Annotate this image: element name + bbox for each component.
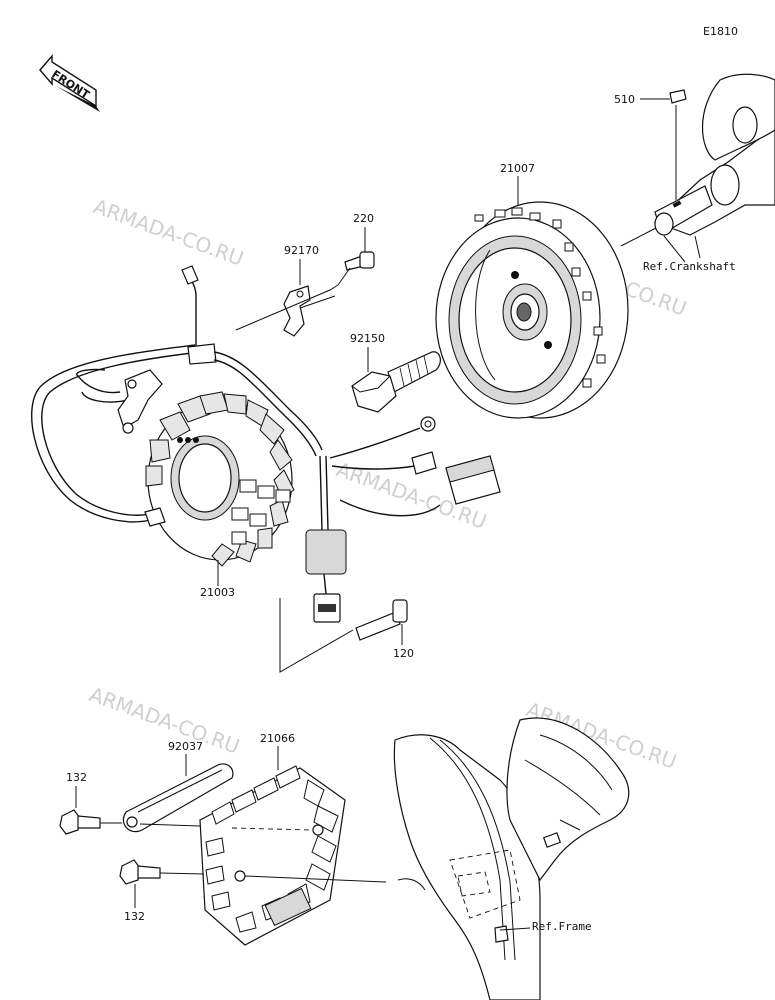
frame-drawing — [393, 717, 630, 1000]
bracket-92037-drawing — [122, 763, 234, 833]
bolt-132-top-drawing — [59, 809, 101, 835]
part-label-132-bottom: 132 — [124, 910, 145, 923]
front-arrow-icon: FRONT — [39, 54, 100, 112]
part-label-220: 220 — [353, 212, 374, 225]
regulator-21066-drawing — [199, 765, 346, 946]
part-label-132-top: 132 — [66, 771, 87, 784]
part-label-120: 120 — [393, 647, 414, 660]
part-label-21003: 21003 — [200, 586, 235, 599]
diagram-code: E1810 — [703, 25, 738, 38]
crankshaft-drawing — [653, 73, 775, 236]
part-label-510: 510 — [614, 93, 635, 106]
ref-crankshaft-label: Ref.Crankshaft — [643, 260, 736, 273]
part-label-21007: 21007 — [500, 162, 535, 175]
bolt-220-drawing — [344, 251, 375, 271]
plate-92170-drawing — [283, 285, 311, 337]
bolt-132-bottom-drawing — [119, 859, 161, 885]
watermark-4: ARMADA-CO.RU — [86, 682, 243, 759]
part-label-92150: 92150 — [350, 332, 385, 345]
part-label-92037: 92037 — [168, 740, 203, 753]
bolt-120-drawing — [355, 599, 408, 641]
rotor-drawing — [435, 201, 629, 419]
ref-frame-label: Ref.Frame — [532, 920, 592, 933]
bolt-92150-drawing — [351, 351, 441, 413]
watermark-1: ARMADA-CO.RU — [90, 194, 247, 271]
part-label-21066: 21066 — [260, 732, 295, 745]
stator-drawing — [31, 265, 501, 623]
key-part-icon — [669, 89, 687, 104]
part-label-92170: 92170 — [284, 244, 319, 257]
